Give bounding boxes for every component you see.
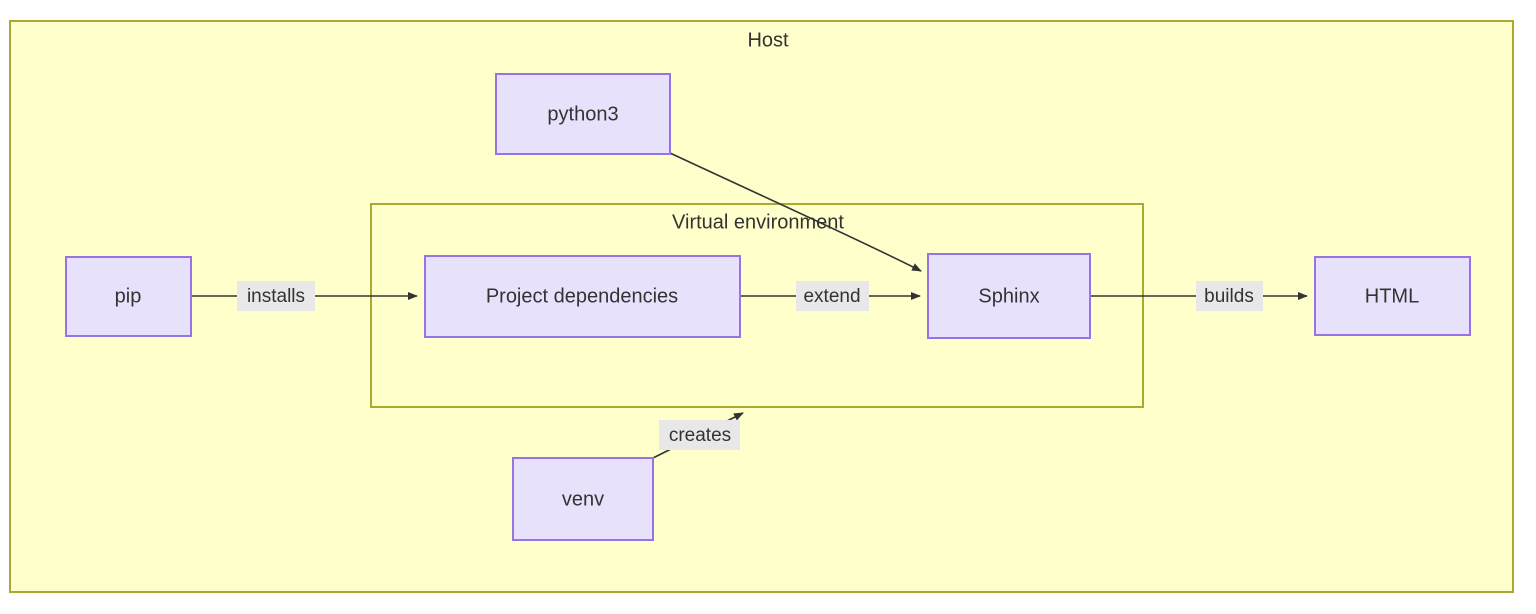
edge-python3-to-sphinx — [669, 152, 922, 272]
edge-label-builds: builds — [1196, 281, 1263, 311]
node-sphinx-label: Sphinx — [978, 285, 1039, 307]
node-html-label: HTML — [1365, 285, 1419, 307]
node-python3[interactable]: python3 — [495, 73, 671, 155]
edge-label-builds-bg — [1196, 281, 1263, 311]
node-venv-label: venv — [562, 488, 604, 510]
node-project-dependencies-label: Project dependencies — [486, 285, 678, 307]
node-python3-rect[interactable] — [495, 73, 671, 155]
node-pip-label: pip — [115, 285, 142, 307]
node-sphinx[interactable]: Sphinx — [927, 253, 1091, 339]
cluster-virtual-environment-label: Virtual environment — [672, 211, 844, 233]
node-pip[interactable]: pip — [65, 256, 192, 337]
cluster-host-label: Host — [747, 29, 789, 51]
node-sphinx-rect[interactable] — [927, 253, 1091, 339]
edge-label-creates: creates — [659, 420, 740, 450]
node-project-dependencies[interactable]: Project dependencies — [424, 255, 741, 338]
node-html-rect[interactable] — [1314, 256, 1471, 336]
edge-label-extend-bg — [796, 281, 869, 311]
edge-python3-to-sphinx-path — [669, 152, 922, 272]
edge-label-creates-text: creates — [669, 425, 731, 446]
edge-label-builds-text: builds — [1204, 286, 1254, 307]
edge-label-installs-bg — [237, 281, 315, 311]
node-html[interactable]: HTML — [1314, 256, 1471, 336]
node-pip-rect[interactable] — [65, 256, 192, 337]
node-project-dependencies-rect[interactable] — [424, 255, 741, 338]
edge-label-extend: extend — [796, 281, 869, 311]
edge-label-installs-text: installs — [247, 286, 305, 307]
edge-label-creates-bg — [659, 420, 740, 450]
node-python3-label: python3 — [547, 103, 618, 125]
edge-label-installs: installs — [237, 281, 315, 311]
edge-label-extend-text: extend — [803, 286, 860, 307]
node-venv-rect[interactable] — [512, 457, 654, 541]
node-venv[interactable]: venv — [512, 457, 654, 541]
